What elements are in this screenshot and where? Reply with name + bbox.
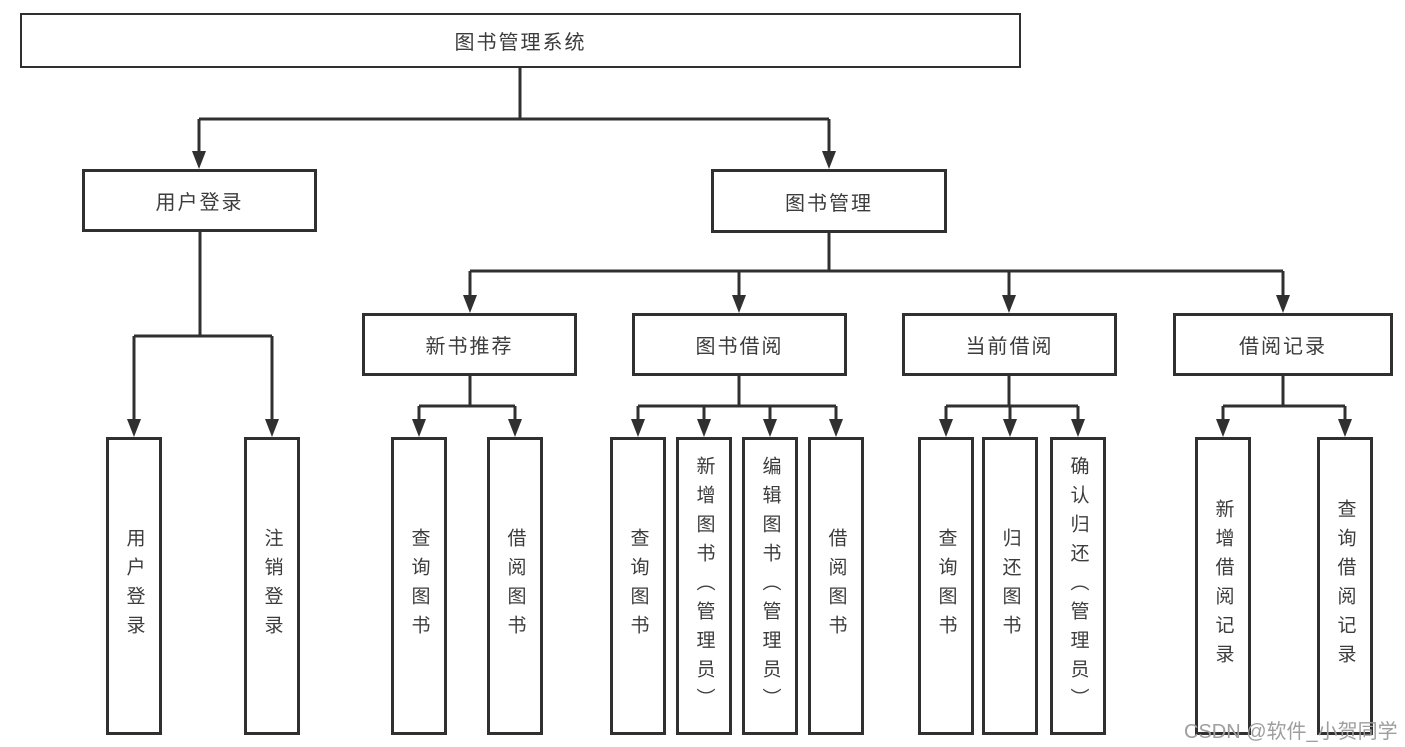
leaf-borrow-books: 借阅图书 bbox=[808, 437, 864, 735]
leaf-query-books: 查询图书 bbox=[610, 437, 666, 735]
leaf-query-books: 查询图书 bbox=[918, 437, 974, 735]
arrowheads-book-borrowing-children bbox=[631, 419, 843, 437]
node-book-management: 图书管理 bbox=[711, 169, 947, 233]
edge-current-borrowing-children bbox=[944, 376, 1080, 421]
arrowheads-root-children bbox=[192, 151, 836, 169]
node-library-management-system: 图书管理系统 bbox=[20, 13, 1021, 68]
leaf-return-book: 归还图书 bbox=[982, 437, 1038, 735]
edge-book-management-children bbox=[468, 233, 1285, 297]
leaf-user-login: 用户登录 bbox=[106, 437, 162, 735]
arrowheads-borrowing-records-children bbox=[1216, 419, 1352, 437]
csdn-watermark: CSDN @软件_小贺同学 bbox=[1184, 721, 1398, 743]
arrowheads-user-login-children bbox=[127, 419, 279, 437]
edge-user-login-children bbox=[132, 232, 274, 421]
leaf-query-books: 查询图书 bbox=[391, 437, 447, 735]
leaf-confirm-return-admin: 确认归还（管理员） bbox=[1050, 437, 1106, 735]
leaf-add-borrow-record: 新增借阅记录 bbox=[1195, 437, 1251, 735]
node-borrowing-records: 借阅记录 bbox=[1173, 313, 1393, 376]
arrowheads-new-book-rec-children bbox=[412, 419, 522, 437]
leaf-add-book-admin: 新增图书（管理员） bbox=[676, 437, 732, 735]
leaf-query-borrow-record: 查询借阅记录 bbox=[1317, 437, 1373, 735]
node-book-borrowing: 图书借阅 bbox=[632, 313, 847, 376]
arrowheads-current-borrowing-children bbox=[939, 419, 1085, 437]
leaf-edit-book-admin: 编辑图书（管理员） bbox=[742, 437, 798, 735]
node-new-book-recommendation: 新书推荐 bbox=[362, 313, 577, 376]
edge-borrowing-records-children bbox=[1221, 376, 1347, 421]
arrowheads-book-management-children bbox=[463, 295, 1290, 313]
leaf-borrow-books: 借阅图书 bbox=[487, 437, 543, 735]
edge-new-book-rec-children bbox=[417, 376, 517, 421]
edge-book-borrowing-children bbox=[636, 376, 838, 421]
node-user-login-branch: 用户登录 bbox=[82, 169, 317, 232]
edge-root-children bbox=[197, 68, 831, 153]
node-current-borrowing: 当前借阅 bbox=[902, 313, 1117, 376]
leaf-logout: 注销登录 bbox=[244, 437, 300, 735]
